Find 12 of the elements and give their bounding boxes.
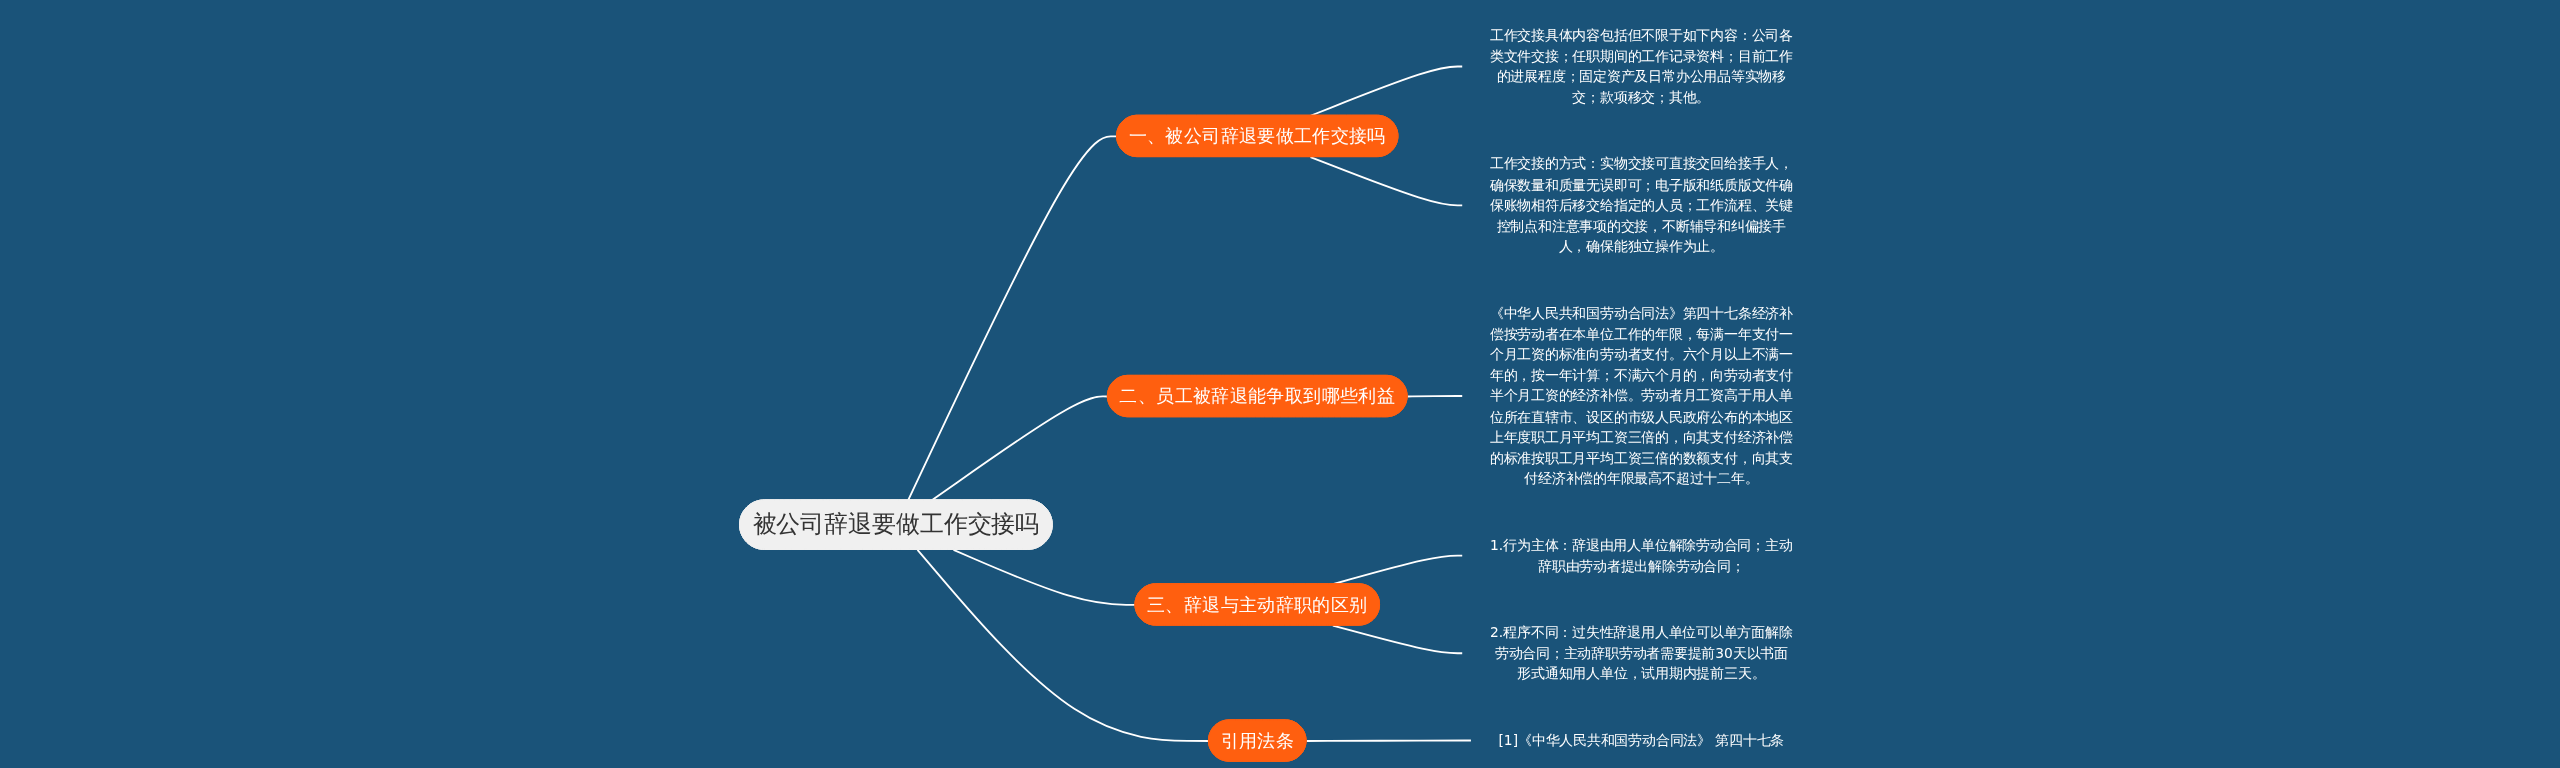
connector (1305, 739, 1472, 742)
connector (916, 549, 1210, 742)
connector (952, 549, 1137, 606)
connector (1309, 156, 1464, 207)
node-text: 1.行为主体：辞退由用人单位解除劳动合同；主动辞职由劳动者提出解除劳动合同； (1490, 536, 1793, 575)
connector (1331, 624, 1464, 655)
node-text: 工作交接的方式：实物交接可直接交回给接手人，确保数量和质量无误即可；电子版和纸质版文件确保账物相符后移交给指定的人员；工作流程、关键控制点和注意事项的交接，不断辅导和纠偏接手人，确保能独立操作为止。 (1489, 155, 1793, 255)
node-text: [1]《中华人民共和国劳动合同法》 第四十七条 (1498, 732, 1785, 749)
node-text: 2.程序不同：过失性辞退用人单位可以单方面解除劳动合同；主动辞职劳动者需要提前30天以书面形式通知用人单位，试用期内提前三天。 (1490, 624, 1793, 682)
connector (1406, 395, 1464, 398)
node-text: 《中华人民共和国劳动合同法》第四十七条经济补偿按劳动者在本单位工作的年限，每满一年支付一个月工资的标准向劳动者支付。六个月以上不满一年的，按一年计算；不满六个月的，向劳动者支付半个月工资的经济补偿。劳动者月工资高于用人单位所在直辖市、设区的市级人民政府公布的本地区上年度职工月平均工资三倍的，向其支付经济补偿的标准按职工月平均工资三倍的数额支付，向其支付经济补偿的年限最高不超过十二年。 (1489, 304, 1793, 487)
node-text: 工作交接具体内容包括但不限于如下内容：公司各类文件交接；任职期间的工作记录资料；目前工作的进展程度；固定资产及日常办公用品等实物移交；款项移交；其他。 (1489, 26, 1793, 106)
